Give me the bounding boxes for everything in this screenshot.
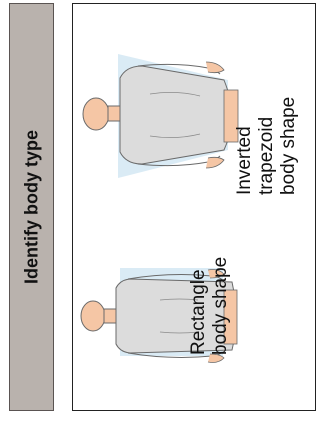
rectangle-caption-line-1: Rectangle [188,215,210,355]
torso-icon [120,66,232,164]
rectangle-caption: Rectangle body shape [188,215,236,355]
trapezoid-caption-line-2: trapezoid [256,35,278,195]
trapezoid-caption-line-3: body shape [278,35,300,195]
head-icon [83,98,109,130]
trapezoid-caption-line-1: Inverted [234,35,256,195]
trapezoid-caption: Inverted trapezoid body shape [234,35,302,195]
trapezoid-body-figure [83,54,238,178]
rectangle-caption-line-2: body shape [210,215,232,355]
head-icon [81,301,105,331]
